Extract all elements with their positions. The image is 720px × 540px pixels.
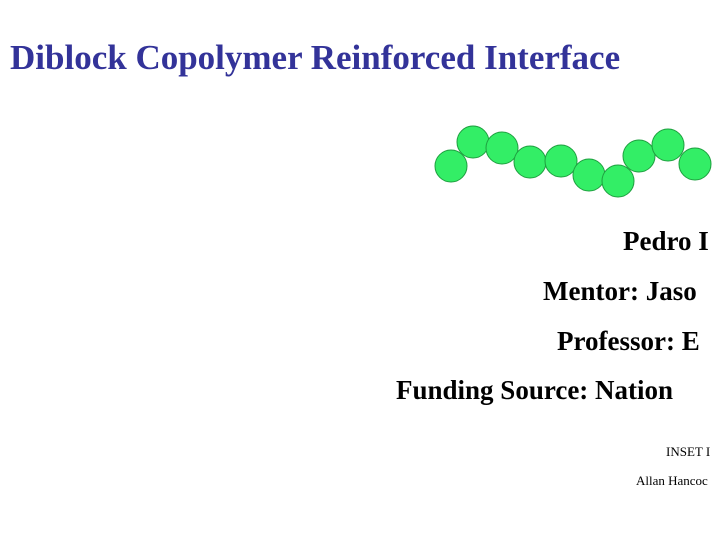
polymer-bead	[513, 145, 547, 179]
mentor-line: Mentor: Jaso	[543, 276, 697, 306]
author-name: Pedro I	[623, 226, 709, 256]
polymer-bead	[601, 164, 635, 198]
polymer-bead	[678, 147, 712, 181]
funding-source-line: Funding Source: Nation	[396, 375, 674, 405]
polymer-bead	[485, 131, 519, 165]
polymer-bead	[572, 158, 606, 192]
program-name: INSET I	[666, 444, 711, 459]
polymer-bead	[651, 128, 685, 162]
polymer-bead	[544, 144, 578, 178]
slide-title: Diblock Copolymer Reinforced Interface	[10, 38, 621, 77]
polymer-bead	[434, 149, 468, 183]
polymer-bead	[622, 139, 656, 173]
professor-line: Professor: E	[557, 326, 700, 356]
polymer-bead	[456, 125, 490, 159]
institution-name: Allan Hancoc	[636, 473, 708, 488]
